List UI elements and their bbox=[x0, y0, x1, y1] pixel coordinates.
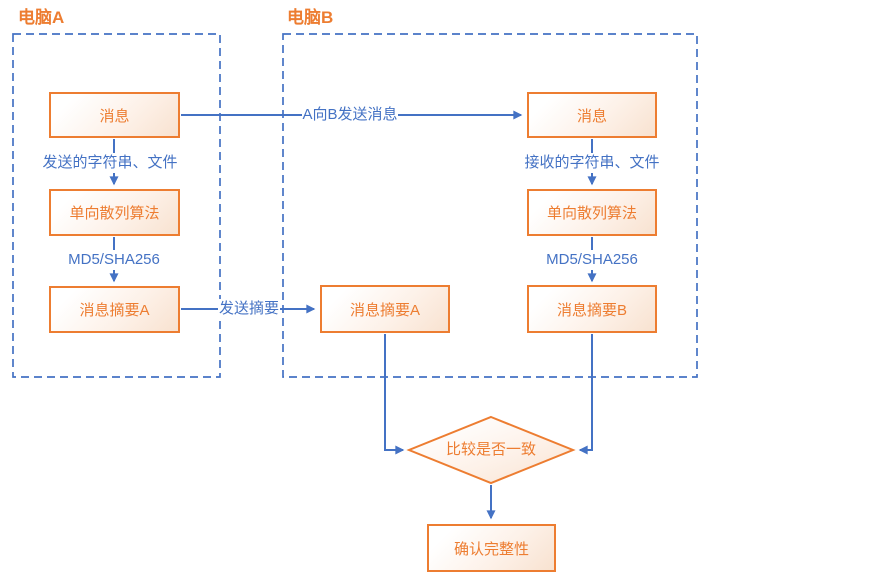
edge-label-a-send-content: 发送的字符串、文件 bbox=[25, 153, 195, 173]
compare-diamond bbox=[406, 415, 576, 485]
group-title-computer-b: 电脑B bbox=[287, 8, 334, 27]
group-computer-b-border bbox=[282, 33, 698, 378]
edge-label-send-digest: 发送摘要 bbox=[218, 299, 280, 319]
edge-label-b-recv-content: 接收的字符串、文件 bbox=[507, 153, 677, 173]
edge-label-b-algorithm: MD5/SHA256 bbox=[532, 250, 652, 270]
node-b-message: 消息 bbox=[527, 92, 657, 138]
node-confirm: 确认完整性 bbox=[427, 524, 556, 572]
edge-b-digest-a-to-compare bbox=[384, 334, 405, 455]
edge-label-send-message: A向B发送消息 bbox=[302, 105, 398, 125]
node-b-digest-b: 消息摘要B bbox=[527, 285, 657, 333]
node-b-hash: 单向散列算法 bbox=[527, 189, 657, 236]
node-a-digest: 消息摘要A bbox=[49, 286, 180, 333]
node-b-digest-a: 消息摘要A bbox=[320, 285, 450, 333]
node-a-hash: 单向散列算法 bbox=[49, 189, 180, 236]
group-computer-a-border bbox=[12, 33, 221, 378]
edge-b-digest-b-to-compare bbox=[578, 334, 593, 455]
edge-label-a-algorithm: MD5/SHA256 bbox=[54, 250, 174, 270]
node-a-message: 消息 bbox=[49, 92, 180, 138]
group-title-computer-a: 电脑A bbox=[18, 8, 65, 27]
compare-diamond-label: 比较是否一致 bbox=[445, 441, 536, 458]
